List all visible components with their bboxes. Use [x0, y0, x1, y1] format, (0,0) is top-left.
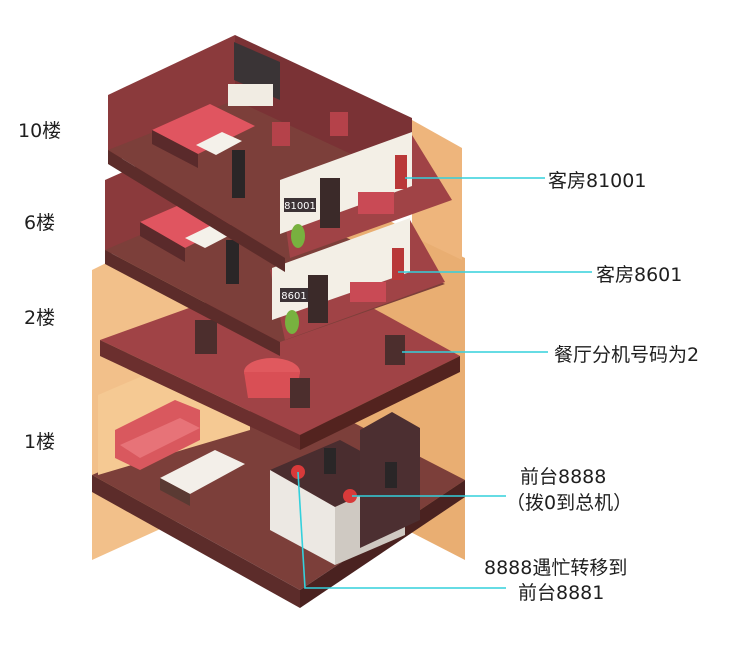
- armchair: [330, 112, 348, 136]
- floor10-pillow: [196, 132, 242, 155]
- tv-cabinet: [228, 84, 273, 106]
- luggage-cart: [358, 192, 394, 214]
- floor-label-10: 10楼: [18, 120, 62, 142]
- chair: [290, 378, 310, 408]
- coffee-table: [160, 450, 245, 494]
- plant: [285, 310, 299, 334]
- callout-transfer-1: 8888遇忙转移到: [484, 557, 628, 579]
- ground-floor-base-edge: [92, 475, 300, 608]
- guest: [232, 150, 245, 198]
- dining-table-cloth: [244, 372, 300, 398]
- floor-label-6: 6楼: [24, 212, 56, 234]
- floor6-floor-edge: [105, 250, 280, 356]
- floor6-bed-frame: [140, 222, 185, 262]
- room-plate-text: 8601: [281, 291, 306, 302]
- callout-line-transfer: [297, 471, 506, 589]
- floor10-bed-frame: [152, 130, 198, 168]
- callout-front-desk-2: （拨0到总机）: [506, 492, 633, 514]
- callout-room10: 客房81001: [548, 170, 647, 192]
- bellboy: [395, 155, 407, 189]
- guest: [226, 240, 239, 284]
- armchair: [272, 122, 290, 146]
- floor6-door: [308, 275, 328, 323]
- phone-icon: [343, 489, 357, 503]
- callout-room6: 客房8601: [596, 264, 683, 286]
- sofa-seat: [120, 418, 200, 458]
- receptionist: [324, 448, 336, 474]
- luggage-cart: [350, 282, 386, 302]
- floor10-bed: [152, 104, 255, 154]
- reception-counter-front: [270, 470, 335, 565]
- floor-label-2: 2楼: [24, 307, 56, 329]
- restaurant-floor-edge-right: [300, 356, 460, 450]
- plant: [291, 224, 305, 248]
- callout-transfer-2: 前台8881: [518, 582, 605, 604]
- room-plate-bg: [280, 288, 308, 302]
- callout-lines: [297, 177, 592, 589]
- callout-front-desk-1: 前台8888: [520, 466, 607, 488]
- coffee-table-leg: [160, 478, 190, 506]
- chair: [385, 335, 405, 365]
- floor10-floor-edge: [108, 150, 285, 272]
- room-plate-text: 81001: [284, 201, 316, 212]
- floor-label-1: 1楼: [24, 431, 56, 453]
- floor10-door: [320, 178, 340, 228]
- callout-restaurant: 餐厅分机号码为2: [554, 344, 700, 366]
- restaurant-floor-edge: [100, 340, 300, 450]
- room-plate-bg: [284, 198, 316, 212]
- bellboy: [392, 248, 404, 280]
- receptionist: [385, 462, 397, 488]
- chair: [195, 320, 217, 354]
